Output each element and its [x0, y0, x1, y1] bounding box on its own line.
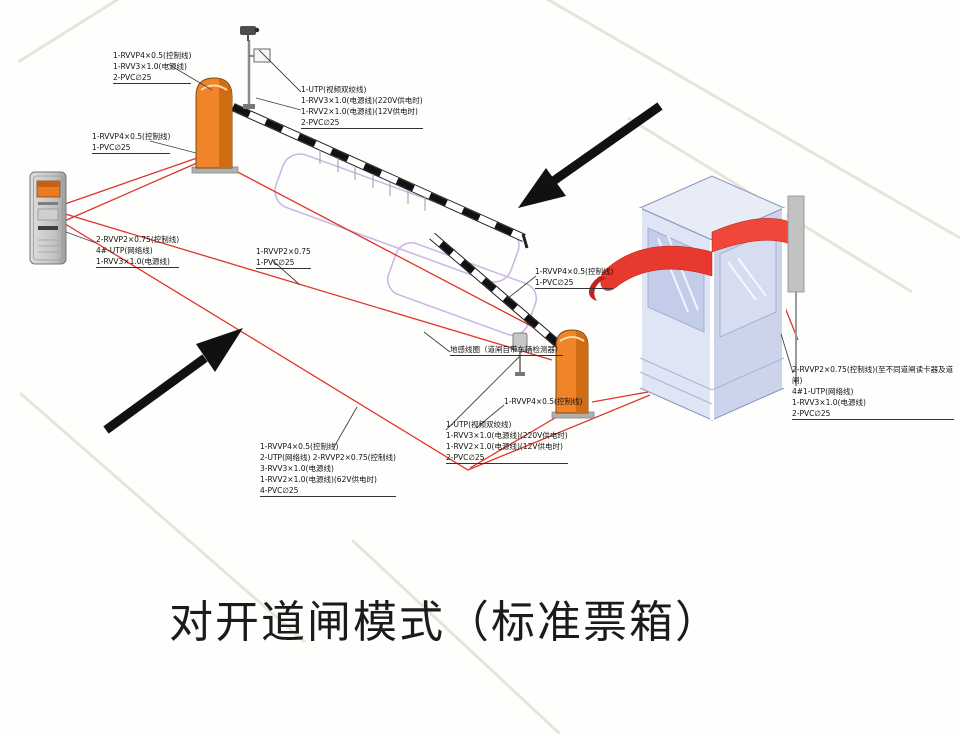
label-ticket-to-barrier1: 1-RVVP4×0.5(控制线) 1-PVC∅25: [92, 131, 171, 154]
guard-booth: [588, 175, 791, 421]
ticket-dispenser: [29, 171, 67, 265]
ground-loop-label: 地感线圈（道闸自带车辆检测器）: [450, 345, 563, 356]
barrier1-cabinet: [191, 77, 239, 174]
cable-label: 4#1-UTP(网络线): [792, 387, 854, 396]
label-loop-feed: 1-RVVP2×0.75 1-PVC∅25: [256, 246, 311, 269]
barrier2-boom-arm: [429, 232, 561, 348]
ground-loop-coils: [274, 153, 538, 336]
card-reader: [512, 332, 528, 376]
cable-label: 1-RVV2×1.0(电源线)(62V供电时): [260, 475, 377, 484]
red-wiring: [61, 157, 799, 471]
cable-label: 1-UTP(视频双绞线): [301, 85, 367, 94]
label-trunk-cables: 1-RVVP4×0.5(控制线) 2-UTP(网络线) 2-RVVP2×0.75…: [260, 441, 396, 497]
barrier2-cabinet: [551, 329, 595, 419]
diagram-title: 对开道闸模式（标准票箱）: [169, 597, 721, 648]
cable-label: 1-RVVP4×0.5(控制线): [260, 442, 339, 451]
cable-label: 1-PVC∅25: [92, 142, 171, 154]
cable-label: 1-PVC∅25: [256, 257, 311, 269]
cable-label: 1-RVV3×1.0(电源线)(220V供电时): [446, 431, 568, 440]
cable-label: 2-RVVP2×0.75(控制线)(至不同道闸读卡器及道闸): [792, 365, 954, 385]
label-camera1-cables: 1-UTP(视频双绞线) 1-RVV3×1.0(电源线)(220V供电时) 1-…: [301, 84, 423, 129]
booth-side-panel: [787, 195, 805, 386]
cable-label: 2-PVC∅25: [113, 72, 192, 84]
label-barrier2-control: 1-RVVP4×0.5(控制线) 1-PVC∅25: [535, 266, 614, 289]
label-barrier1-cables: 1-RVVP4×0.5(控制线) 1-RVV3×1.0(电源线) 2-PVC∅2…: [113, 50, 192, 84]
boom-skirt: [319, 150, 426, 211]
cable-label: 2-PVC∅25: [446, 452, 568, 464]
cable-label: 2-PVC∅25: [301, 117, 423, 129]
road-lines: [17, 0, 960, 734]
label-booth-cables: 2-RVVP2×0.75(控制线)(至不同道闸读卡器及道闸) 4#1-UTP(网…: [792, 364, 954, 420]
cable-label: 1-UTP(视频双绞线): [446, 420, 512, 429]
cable-label: 1-RVVP4×0.5(控制线): [113, 51, 192, 60]
leader-lines: [65, 49, 794, 448]
cable-label: 1-PVC∅25: [535, 277, 614, 289]
cable-label: 1-RVV2×1.0(电源线)(12V供电时): [446, 442, 563, 451]
label-camera2-cables: 1-UTP(视频双绞线) 1-RVV3×1.0(电源线)(220V供电时) 1-…: [446, 419, 568, 464]
direction-arrow-inbound: [518, 102, 663, 208]
cable-label: 1-RVVP4×0.5(控制线): [535, 267, 614, 276]
label-barrier2-control2: 1-RVVP4×0.5(控制线): [504, 396, 582, 407]
ticket-slot: [38, 226, 58, 230]
cable-label: 1-RVVP4×0.5(控制线): [504, 397, 583, 406]
cable-label: 4-PVC∅25: [260, 485, 396, 497]
cable-label: 1-RVV3×1.0(电源线): [96, 256, 180, 268]
label-ground-loop: 地感线圈（道闸自带车辆检测器）: [450, 344, 563, 356]
cable-label: 2-RVVP2×0.75(控制线): [96, 235, 180, 244]
cable-label: 1-RVV2×1.0(电源线)(12V供电时): [301, 107, 418, 116]
label-ticket-box-cables: 2-RVVP2×0.75(控制线) 4#-UTP(网络线) 1-RVV3×1.0…: [96, 234, 180, 268]
direction-arrow-outbound: [103, 328, 243, 434]
cable-label: 1-RVV3×1.0(电源线): [113, 62, 187, 71]
cctv-camera-icon: [240, 26, 260, 41]
cable-label: 2-PVC∅25: [792, 408, 954, 420]
cable-label: 2-UTP(网络线) 2-RVVP2×0.75(控制线): [260, 453, 396, 462]
sign-plate: [249, 48, 271, 63]
cable-label: 1-RVVP4×0.5(控制线): [92, 132, 171, 141]
cable-label: 1-RVV3×1.0(电源线): [792, 398, 866, 407]
cable-label: 4#-UTP(网络线): [96, 246, 153, 255]
cable-label: 1-RVVP2×0.75: [256, 247, 311, 256]
camera-pole: [240, 26, 271, 109]
cable-label: 3-RVV3×1.0(电源线): [260, 464, 334, 473]
barrier1-boom-arm: [231, 103, 529, 249]
cable-label: 1-RVV3×1.0(电源线)(220V供电时): [301, 96, 423, 105]
